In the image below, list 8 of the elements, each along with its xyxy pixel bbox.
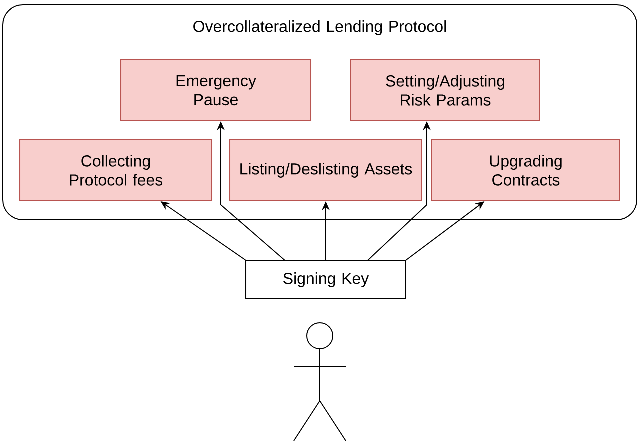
container-title: Overcollateralized Lending Protocol xyxy=(194,20,446,36)
function-box: Emergency Pause xyxy=(120,60,312,122)
function-box: Setting/Adjusting Risk Params xyxy=(350,60,540,122)
function-box: Collecting Protocol fees xyxy=(20,140,212,202)
function-box: Listing/Deslisting Assets xyxy=(230,140,422,202)
key-box: Signing Key xyxy=(246,260,406,300)
function-box: Upgrading Contracts xyxy=(432,140,620,202)
person-drawing xyxy=(294,322,346,442)
